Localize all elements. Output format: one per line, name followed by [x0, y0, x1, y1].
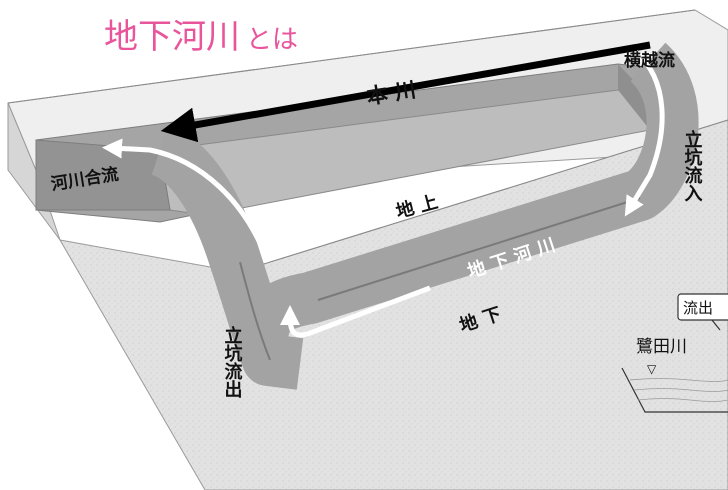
title-main: 地下河川 [104, 17, 240, 57]
inset-partial-label: 流出 [683, 299, 713, 317]
water-level-icon: ▽ [647, 362, 657, 376]
sagita-river-label: 鷺田川 [636, 337, 687, 357]
flow-arrows [102, 41, 665, 338]
lateral-overflow-label: 横越流 [624, 50, 675, 71]
shaft-inflow-label: 立坑流入 [682, 129, 703, 202]
underground-flow-arrow [280, 285, 431, 338]
confluence-arrow [102, 138, 271, 263]
page-title: 地下河川 とは [104, 17, 298, 57]
shaft-outflow-label: 立坑流出 [222, 325, 243, 398]
title-suffix: とは [246, 25, 298, 55]
lateral-overflow-arrow [624, 50, 665, 217]
main-river-arrow [160, 41, 651, 143]
sagita-river-inset: 流出 鷺田川 ▽ [621, 293, 728, 413]
